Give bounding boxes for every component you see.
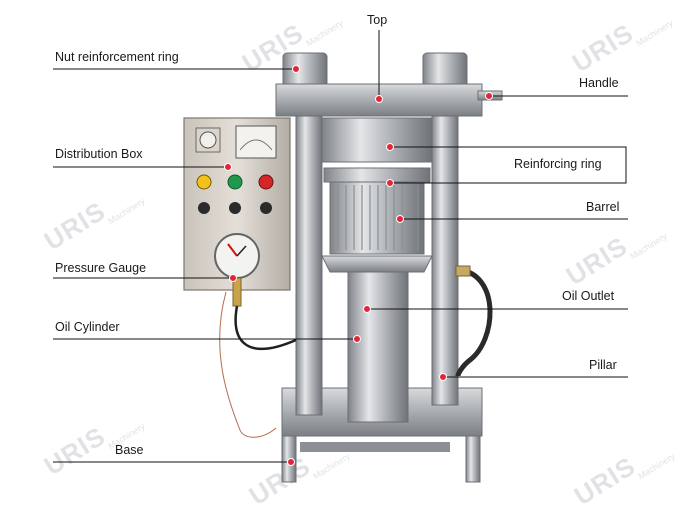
label-base: Base bbox=[115, 443, 144, 457]
wire bbox=[219, 291, 277, 438]
label-oil-cylinder: Oil Cylinder bbox=[55, 320, 120, 334]
left-nut bbox=[282, 52, 328, 88]
label-pressure-gauge: Pressure Gauge bbox=[55, 261, 147, 275]
marker-dots bbox=[224, 65, 493, 466]
label-oil-outlet: Oil Outlet bbox=[562, 289, 615, 303]
label-top: Top bbox=[367, 13, 388, 27]
label-pillar: Pillar bbox=[589, 358, 617, 372]
barrel-ribs bbox=[337, 185, 419, 250]
label-handle: Handle bbox=[579, 76, 619, 90]
distribution-box bbox=[183, 117, 291, 291]
oil-cylinder-body bbox=[347, 271, 409, 423]
oil-tray bbox=[321, 255, 433, 273]
label-distribution-box: Distribution Box bbox=[55, 147, 143, 161]
gauge-cable bbox=[234, 305, 297, 351]
leader-lines bbox=[53, 30, 628, 463]
label-barrel: Barrel bbox=[586, 200, 620, 214]
right-nut bbox=[422, 52, 468, 88]
label-nut-reinforcement-ring: Nut reinforcement ring bbox=[55, 50, 179, 64]
hose bbox=[455, 267, 493, 377]
left-pillar bbox=[295, 104, 323, 416]
right-pillar bbox=[431, 104, 459, 406]
label-reinforcing-ring: Reinforcing ring bbox=[514, 157, 602, 171]
